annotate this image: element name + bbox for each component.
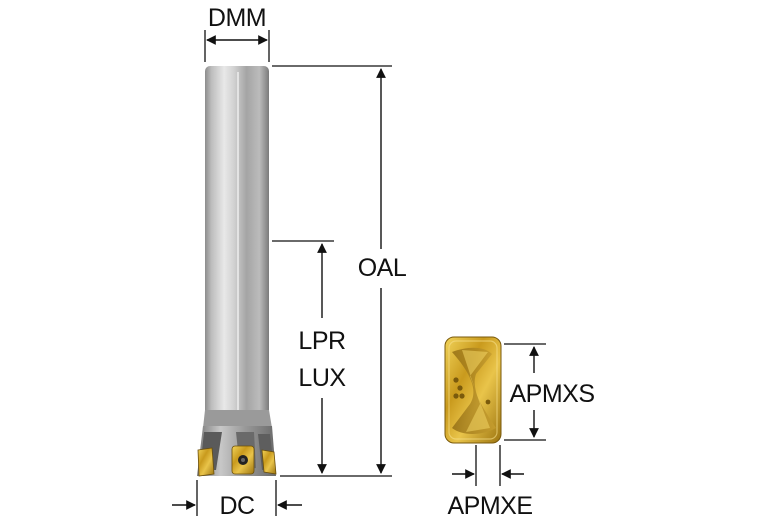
lpr-lux-dimension: LPR LUX <box>272 240 347 474</box>
cutting-insert <box>444 336 502 444</box>
head-insert <box>231 445 255 475</box>
oal-label: OAL <box>358 254 407 282</box>
lux-label: LUX <box>298 364 346 392</box>
dmm-label: DMM <box>208 4 266 32</box>
end-mill-cutter <box>197 66 277 477</box>
apmxs-label: APMXS <box>509 380 594 408</box>
apmxe-dimension: APMXE <box>447 445 533 520</box>
apmxe-label: APMXE <box>447 492 532 520</box>
apmxs-dimension: APMXS <box>504 343 595 441</box>
dc-dimension: DC <box>172 480 302 520</box>
dmm-dimension: DMM <box>204 4 270 62</box>
head-insert <box>197 447 215 477</box>
lpr-label: LPR <box>298 327 345 355</box>
dc-label: DC <box>219 492 255 520</box>
oal-dimension: OAL <box>272 65 407 477</box>
head-insert <box>261 449 277 475</box>
